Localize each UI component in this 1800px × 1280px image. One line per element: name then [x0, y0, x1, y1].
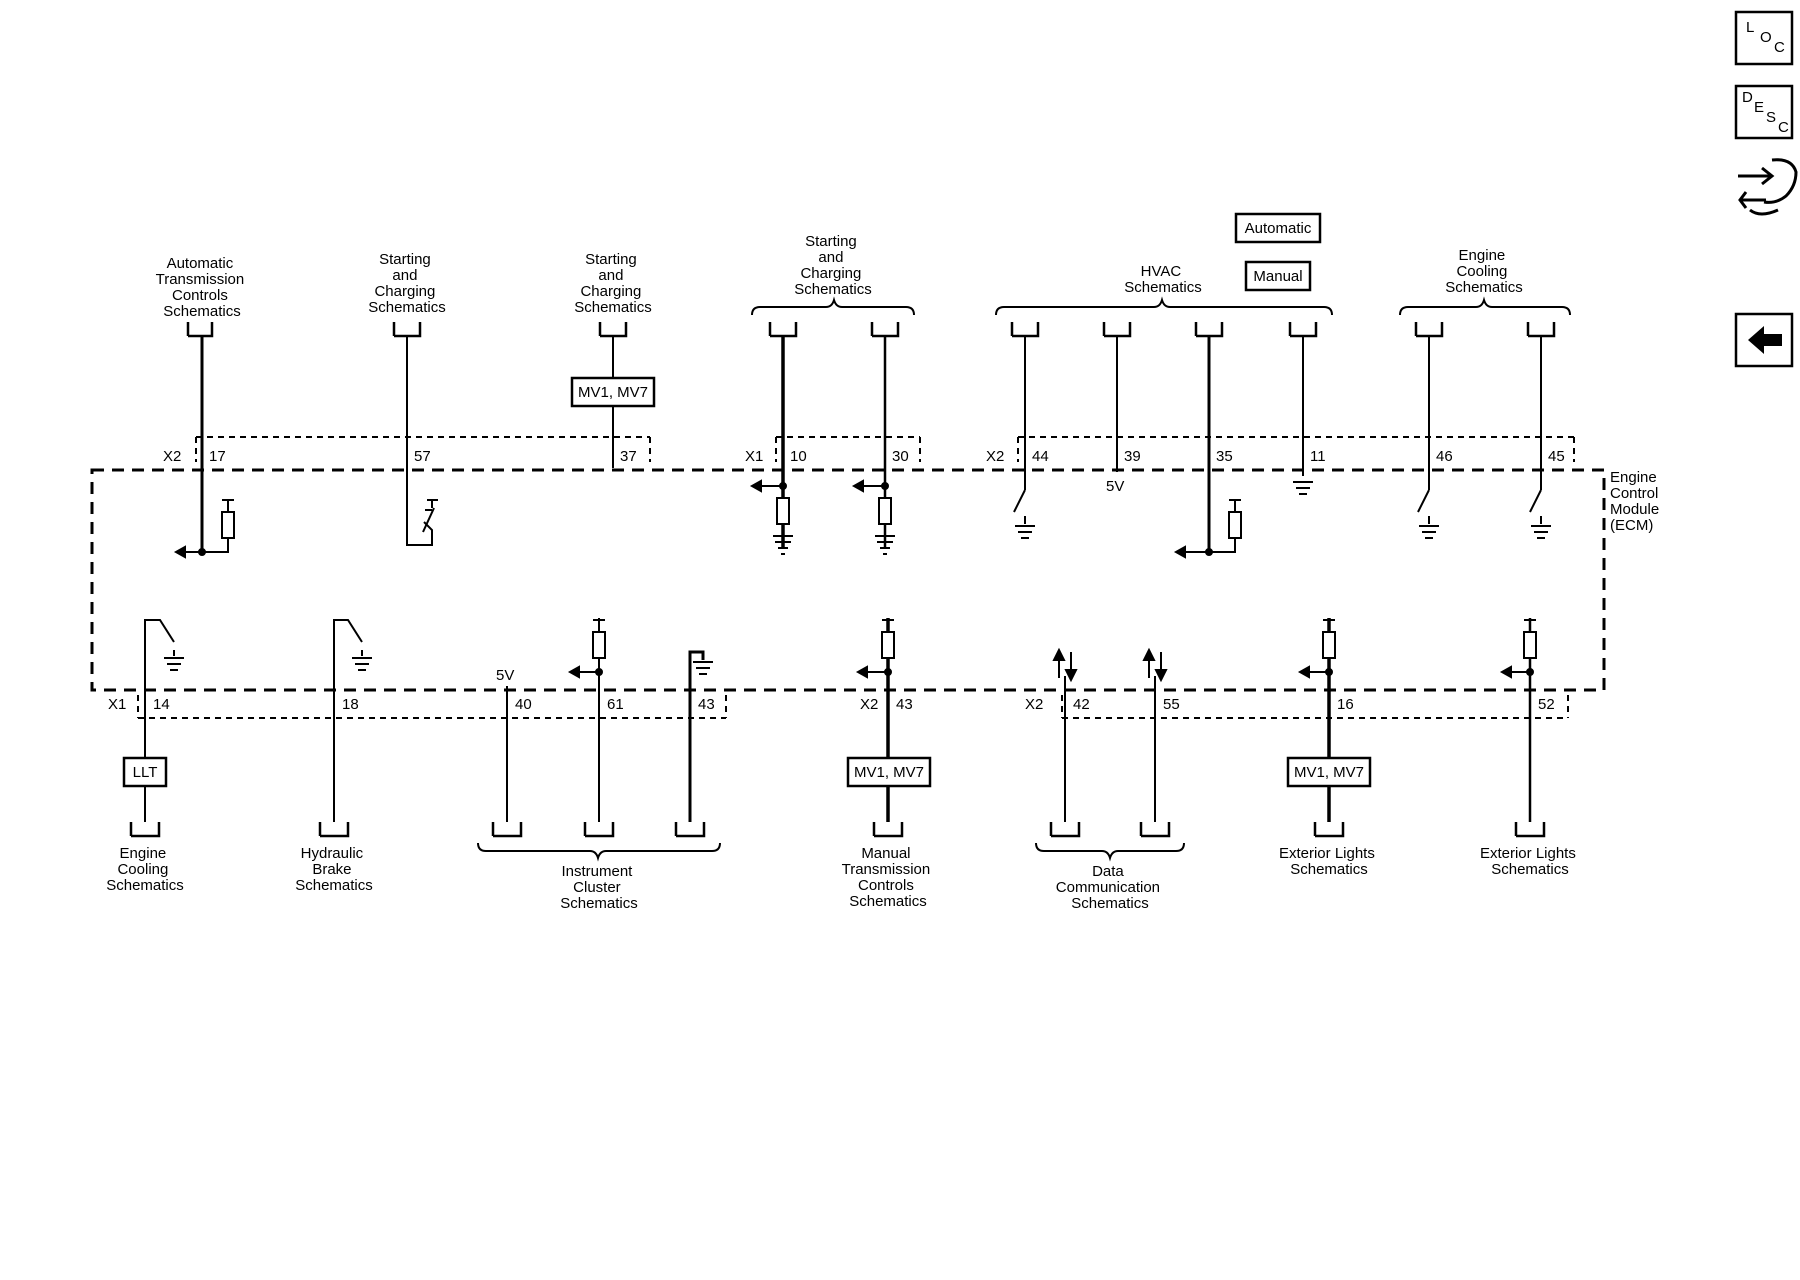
- connector-x2-top-b: X2: [986, 448, 1004, 465]
- circuit-40: [491, 686, 523, 838]
- top-label-automatic-transmission: Automatic Transmission Controls Schemati…: [156, 255, 249, 320]
- x2-top-connector-b: [1017, 436, 1575, 462]
- voltage-5v-pin-39: 5V: [1106, 478, 1124, 495]
- pin-label: 40: [515, 696, 532, 713]
- back-arrow-icon: [1748, 326, 1782, 354]
- connector-x2-top-a: X2: [163, 448, 181, 465]
- bottom-label-manual-transmission: Manual Transmission Controls Schematics: [842, 845, 935, 910]
- pin-label: 37: [620, 448, 637, 465]
- bottom-group-braces: [477, 842, 1185, 862]
- circuit-45: [1529, 336, 1551, 539]
- pin-label: 14: [153, 696, 170, 713]
- circuit-14: [122, 619, 184, 838]
- manual-option-box: [1244, 260, 1312, 292]
- llt-option-text: LLT: [133, 764, 158, 781]
- x1-top-connector: [775, 436, 921, 462]
- pin-label: 44: [1032, 448, 1049, 465]
- loc-button[interactable]: [1734, 10, 1794, 66]
- wrench-hand-icon[interactable]: [1738, 158, 1798, 216]
- connector-x2-bottom-b: X2: [1025, 696, 1043, 713]
- pin-label: 10: [790, 448, 807, 465]
- bottom-label-engine-cooling: Engine Cooling Schematics: [106, 845, 184, 894]
- pin-label: 46: [1436, 448, 1453, 465]
- pin-label: 17: [209, 448, 226, 465]
- connector-x1-top: X1: [745, 448, 763, 465]
- desc-letters: D E S C: [1742, 89, 1789, 136]
- pin-label: 18: [342, 696, 359, 713]
- circuit-61: [567, 618, 615, 838]
- top-label-starting-charging-2: Starting and Charging Schematics: [574, 251, 652, 316]
- bottom-label-hydraulic-brake: Hydraulic Brake Schematics: [295, 845, 373, 894]
- automatic-option-text: Automatic: [1245, 220, 1312, 237]
- circuit-55: [1139, 647, 1171, 838]
- circuit-57: [406, 336, 438, 546]
- x2-top-connector-a: [195, 436, 651, 462]
- mv1-mv7-option-text-top: MV1, MV7: [578, 384, 648, 401]
- bottom-label-instrument-cluster: Instrument Cluster Schematics: [560, 863, 638, 912]
- connector-x2-bottom-a: X2: [860, 696, 878, 713]
- pin-label: 57: [414, 448, 431, 465]
- x2-bottom-connector: [1061, 695, 1569, 719]
- mv1-mv7-option-text-manual: MV1, MV7: [854, 764, 924, 781]
- voltage-5v-pin-40: 5V: [496, 667, 514, 684]
- bottom-label-exterior-lights-2: Exterior Lights Schematics: [1480, 845, 1580, 878]
- pin-label: 43: [698, 696, 715, 713]
- circuit-35: [1173, 336, 1242, 559]
- pin-label: 11: [1310, 448, 1326, 465]
- circuit-10: [749, 336, 793, 555]
- pin-label: 43: [896, 696, 913, 713]
- pin-label: 61: [607, 696, 624, 713]
- bottom-label-exterior-lights-1: Exterior Lights Schematics: [1279, 845, 1379, 878]
- circuit-16: [1286, 618, 1372, 838]
- circuit-46: [1417, 336, 1439, 539]
- mv1-mv7-option-text-exterior: MV1, MV7: [1294, 764, 1364, 781]
- pin-label: 39: [1124, 448, 1141, 465]
- back-arrow-button[interactable]: [1734, 312, 1794, 368]
- top-label-starting-charging-1: Starting and Charging Schematics: [368, 251, 446, 316]
- top-group-braces: [751, 296, 1571, 316]
- circuit-42: [1049, 647, 1081, 838]
- bottom-label-data-communication: Data Communication Schematics: [1056, 863, 1164, 912]
- pin-label: 35: [1216, 448, 1233, 465]
- pin-label: 42: [1073, 696, 1090, 713]
- circuit-37: [570, 336, 656, 468]
- circuit-52: [1499, 618, 1546, 838]
- top-label-engine-cooling: Engine Cooling Schematics: [1445, 247, 1523, 296]
- circuit-43a: [674, 650, 713, 838]
- connector-x1-bottom: X1: [108, 696, 126, 713]
- module-label: Engine Control Module (ECM): [1610, 469, 1663, 534]
- x1-bottom-connector: [137, 695, 727, 719]
- top-bracket-connectors: [186, 322, 1556, 338]
- pin-label: 30: [892, 448, 909, 465]
- top-label-starting-charging-3: Starting and Charging Schematics: [794, 233, 872, 298]
- automatic-option-box: [1234, 212, 1322, 244]
- top-label-hvac: HVAC Schematics: [1124, 263, 1202, 296]
- loc-letters: L O C: [1746, 19, 1785, 56]
- pin-label: 55: [1163, 696, 1180, 713]
- pin-label: 16: [1337, 696, 1354, 713]
- pin-label: 52: [1538, 696, 1555, 713]
- manual-option-text: Manual: [1253, 268, 1302, 285]
- circuit-18: [318, 619, 372, 838]
- circuit-11: [1293, 336, 1313, 495]
- circuit-43b: [846, 618, 932, 838]
- circuit-30: [851, 336, 895, 555]
- circuit-44: [1013, 336, 1035, 539]
- circuit-17: [173, 336, 235, 559]
- pin-label: 45: [1548, 448, 1565, 465]
- ecm-module-outline: [90, 468, 1606, 692]
- desc-button[interactable]: [1734, 84, 1794, 140]
